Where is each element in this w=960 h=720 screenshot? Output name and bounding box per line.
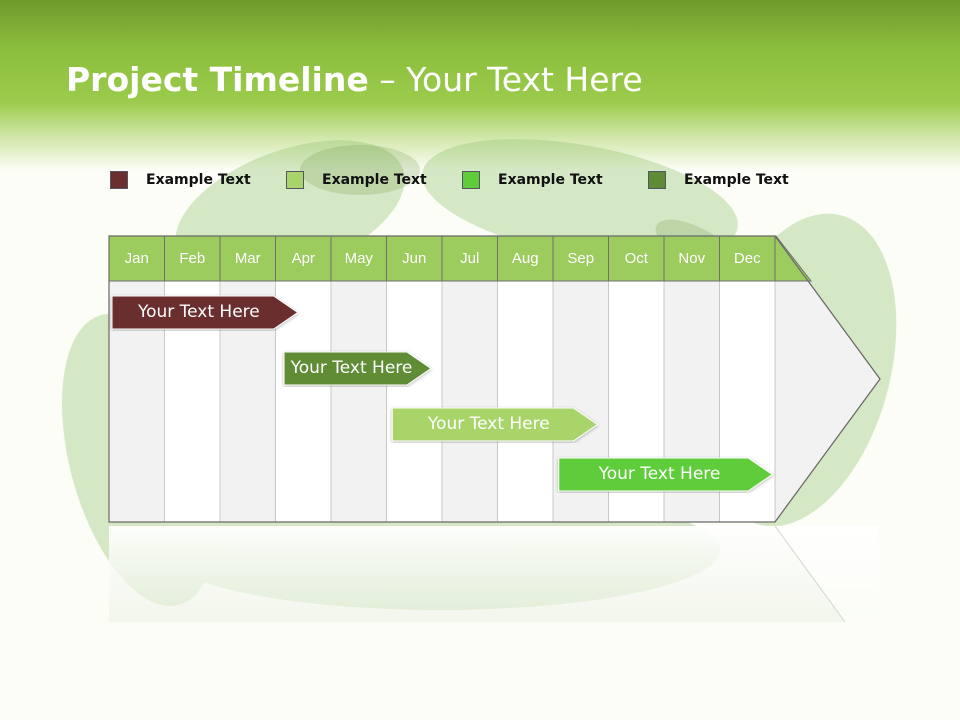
month-header-cell: [219, 235, 276, 282]
legend-swatch-1: [110, 171, 128, 189]
month-header-cell: [497, 235, 554, 282]
month-label: Jul: [460, 250, 480, 267]
month-label: Dec: [733, 250, 761, 267]
legend-swatch-3: [462, 171, 480, 189]
task-bar: [558, 457, 774, 492]
month-column: [497, 280, 554, 523]
month-column: [441, 280, 498, 523]
month-header-cell: [330, 235, 387, 282]
legend-item-2: Example Text: [286, 170, 427, 190]
month-header-cell: [608, 235, 665, 282]
title-bold: Project Timeline: [66, 60, 369, 99]
legend-label-3: Example Text: [498, 172, 603, 188]
month-label: Nov: [678, 250, 706, 267]
legend-swatch-2: [286, 171, 304, 189]
task-label: Your Text Here: [137, 302, 260, 322]
legend-item-4: Example Text: [648, 170, 789, 190]
legend-label-2: Example Text: [322, 172, 427, 188]
legend-label-1: Example Text: [146, 172, 251, 188]
page-title: Project Timeline – Your Text Here: [66, 60, 643, 99]
month-header-cell: [552, 235, 609, 282]
month-label: May: [344, 250, 373, 267]
task-bar: [111, 295, 299, 330]
task-bar: [283, 351, 432, 386]
month-label: Feb: [179, 250, 206, 267]
month-column: [386, 280, 443, 523]
month-label: Aug: [511, 250, 539, 267]
month-label: Mar: [234, 250, 261, 267]
month-header-cell: [386, 235, 443, 282]
task-label: Your Text Here: [427, 414, 550, 434]
task-bars: [111, 295, 774, 492]
task-bar: [391, 407, 599, 442]
legend-item-1: Example Text: [110, 170, 251, 190]
task-label: Your Text Here: [598, 464, 721, 484]
legend-item-3: Example Text: [462, 170, 603, 190]
month-header-cell: [275, 235, 332, 282]
month-column: [330, 280, 387, 523]
arrow-outline: [108, 235, 881, 523]
legend-swatch-4: [648, 171, 666, 189]
timeline-reflection: [109, 525, 879, 626]
month-label: Jan: [124, 250, 149, 267]
month-label: Sep: [567, 250, 595, 267]
month-header-cell: [441, 235, 498, 282]
header-band: [0, 0, 960, 170]
month-label: Oct: [624, 250, 648, 267]
title-rest: – Your Text Here: [368, 60, 643, 99]
month-label: Apr: [291, 250, 315, 267]
task-label: Your Text Here: [290, 358, 413, 378]
month-header-cell: [164, 235, 221, 282]
legend-label-4: Example Text: [684, 172, 789, 188]
month-label: Jun: [402, 250, 427, 267]
